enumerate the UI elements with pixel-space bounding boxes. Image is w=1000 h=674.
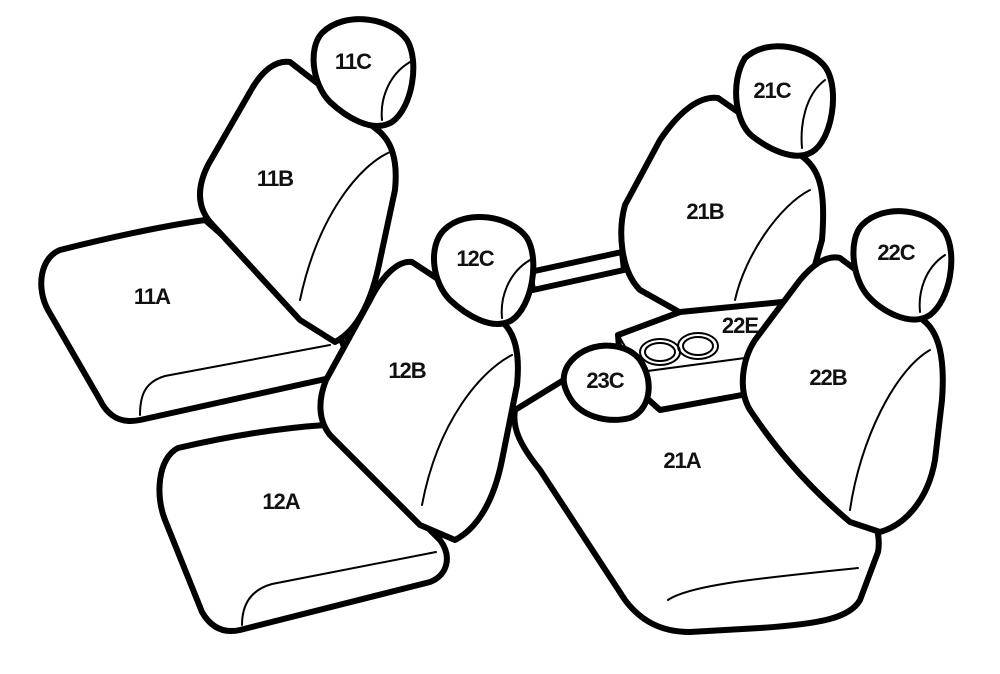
label-11b: 11B	[257, 166, 293, 191]
label-12b: 12B	[388, 358, 425, 383]
seat-11b-backrest	[197, 58, 399, 345]
cupholder-right-inner	[682, 336, 714, 356]
label-11a: 11A	[134, 284, 171, 309]
seat-12b-backrest	[317, 258, 521, 543]
label-23c: 23C	[586, 368, 624, 393]
label-22e: 22E	[722, 313, 758, 338]
seat-23c-cap	[560, 342, 652, 423]
seat-12a-seam	[241, 551, 437, 626]
seat-11a-seam	[139, 344, 331, 416]
seat-12b-seam	[421, 354, 513, 506]
label-21a: 21A	[663, 448, 701, 473]
label-22c: 22C	[877, 240, 915, 265]
seat-12c-headrest	[431, 214, 537, 327]
seat-22b-backrest	[739, 254, 946, 535]
seat-22c-headrest	[850, 208, 955, 323]
label-21c: 21C	[753, 78, 791, 103]
seat-11c-seam	[380, 61, 411, 121]
seat-22b-seam	[849, 349, 931, 511]
seat-11c-headrest	[310, 16, 417, 129]
label-12c: 12C	[456, 246, 494, 271]
seat-11b-seam	[299, 151, 391, 301]
seat-21c-seam	[800, 79, 826, 149]
cupholder-left-inner	[644, 342, 676, 362]
seat-21b-seam	[734, 189, 811, 301]
label-21b: 21B	[686, 199, 723, 224]
seat-21-connector	[527, 249, 627, 293]
label-11c: 11C	[335, 49, 372, 74]
seat-21c-headrest	[733, 43, 837, 159]
label-22b: 22B	[809, 365, 846, 390]
seat-21a-seam	[667, 567, 859, 601]
cupholder-right	[677, 332, 719, 360]
seat-21b-backrest	[618, 94, 827, 321]
seat-22c-seam	[918, 254, 946, 313]
label-12a: 12A	[262, 489, 300, 514]
seat-12c-seam	[500, 259, 531, 319]
